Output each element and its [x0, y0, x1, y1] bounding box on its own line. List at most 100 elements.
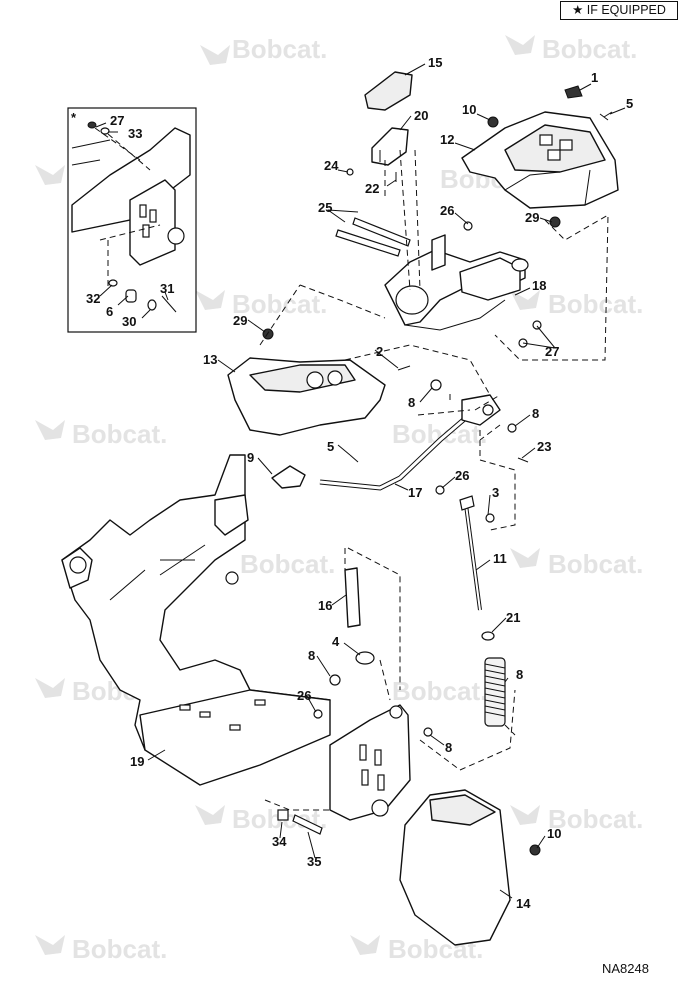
bolt-35 — [292, 814, 323, 835]
callout-33: 33 — [128, 126, 142, 141]
callout-31: 31 — [160, 281, 174, 296]
bolts-25 — [335, 217, 411, 257]
pedal-mount-bracket — [329, 704, 411, 821]
watermark-text: Bobcat. — [72, 419, 167, 449]
watermark-text: Bobcat. — [392, 419, 487, 449]
callout-21: 21 — [506, 610, 520, 625]
callout-6: 8 — [516, 667, 523, 682]
hardware-30 — [147, 299, 157, 311]
bracket-18 — [384, 234, 529, 331]
spring-6 — [484, 657, 506, 727]
callout-26-low: 26 — [297, 688, 311, 703]
nut-26-top — [463, 221, 473, 231]
bobcat-logo-icon — [510, 805, 540, 825]
inset-detail-box: * 27 33 32 6 30 31 — [67, 107, 197, 333]
callout-24: 24 — [324, 158, 339, 173]
main-frame-19 — [61, 454, 331, 786]
callout-26-mid: 26 — [455, 468, 469, 483]
callout-27: 27 — [545, 344, 559, 359]
screw-5-low — [349, 454, 359, 463]
console-cover-12 — [461, 111, 619, 209]
mount-bracket-20 — [371, 127, 409, 166]
callout-19: 19 — [130, 754, 144, 769]
callout-29-left: 29 — [233, 313, 247, 328]
bobcat-logo-icon — [505, 35, 535, 55]
callout-labels: 1 5 10 12 15 20 24 22 25 26 29 18 27 29 … — [130, 55, 633, 911]
bobcat-logo-icon — [195, 805, 225, 825]
callout-4: 4 — [332, 634, 340, 649]
inset-frame-section — [71, 127, 191, 233]
callout-10: 10 — [462, 102, 476, 117]
cap-15 — [364, 71, 413, 111]
leader-lines — [147, 63, 626, 899]
screw-5-top — [599, 111, 613, 121]
nut-3 — [485, 513, 495, 523]
bushing-4 — [355, 651, 375, 665]
callout-23: 23 — [537, 439, 551, 454]
callout-5: 5 — [626, 96, 633, 111]
pivot-bracket — [461, 394, 501, 426]
watermark-text: Bobcat. — [548, 549, 643, 579]
callout-8-right: 8 — [532, 406, 539, 421]
hardware-7 — [125, 289, 137, 303]
bobcat-logo-icon — [35, 935, 65, 955]
callout-13: 13 — [203, 352, 217, 367]
knob-9 — [271, 465, 306, 489]
cover-14 — [399, 789, 511, 946]
bushing-8 — [430, 379, 442, 391]
callout-3: 3 — [492, 485, 499, 500]
bolt-8-right — [507, 423, 517, 433]
bobcat-logo-icon — [35, 678, 65, 698]
hardware-31 — [161, 295, 177, 313]
hardware-28 — [87, 121, 97, 129]
watermark-text: Bobcat. — [548, 804, 643, 834]
callout-16: 16 — [318, 598, 332, 613]
callout-9: 9 — [247, 450, 254, 465]
callout-15: 15 — [428, 55, 442, 70]
pin-16 — [344, 567, 361, 628]
spacer-34 — [277, 809, 289, 821]
callout-17: 17 — [408, 485, 422, 500]
callout-26-top: 26 — [440, 203, 454, 218]
watermark-text: Bobcat. — [232, 34, 327, 64]
assembly-lines — [259, 149, 609, 811]
watermark-text: Bobcat. — [542, 34, 637, 64]
callout-1: 1 — [591, 70, 598, 85]
callout-12: 12 — [440, 132, 454, 147]
bobcat-logo-icon — [35, 165, 65, 185]
bobcat-logo-icon — [200, 45, 230, 65]
callout-25: 25 — [318, 200, 332, 215]
clip-1 — [564, 85, 583, 99]
callout-14: 14 — [516, 896, 531, 911]
callout-34: 34 — [272, 834, 287, 849]
washer-21 — [481, 631, 495, 641]
callout-8-mid: 8 — [308, 648, 315, 663]
callout-18: 18 — [532, 278, 546, 293]
callout-30: 30 — [122, 314, 136, 329]
nut-29-left — [262, 328, 274, 340]
callout-2: 2 — [376, 344, 383, 359]
watermark-text: Bobcat. — [240, 549, 335, 579]
bobcat-logo-icon — [350, 935, 380, 955]
nut-29-right — [549, 216, 561, 228]
bolt-23 — [517, 457, 529, 463]
callout-22: 22 — [365, 181, 379, 196]
hardware-33 — [100, 127, 110, 135]
callout-20: 20 — [414, 108, 428, 123]
if-equipped-note: ★ IF EQUIPPED — [560, 1, 678, 20]
bobcat-logo-icon — [510, 290, 540, 310]
callout-5-low: 5 — [327, 439, 334, 454]
console-cover-13 — [227, 357, 386, 436]
watermark-text: Bobcat. — [392, 676, 487, 706]
rod-17 — [319, 408, 477, 491]
hardware-32 — [108, 279, 118, 287]
callout-7: 6 — [106, 304, 113, 319]
callout-8-upper: 8 — [408, 395, 415, 410]
bobcat-logo-icon — [510, 548, 540, 568]
callout-28: 27 — [110, 113, 124, 128]
callout-32: 32 — [86, 291, 100, 306]
figure-id-label: NA8248 — [602, 961, 649, 976]
screw-2 — [397, 365, 411, 371]
watermark-text: Bobcat. — [72, 934, 167, 964]
